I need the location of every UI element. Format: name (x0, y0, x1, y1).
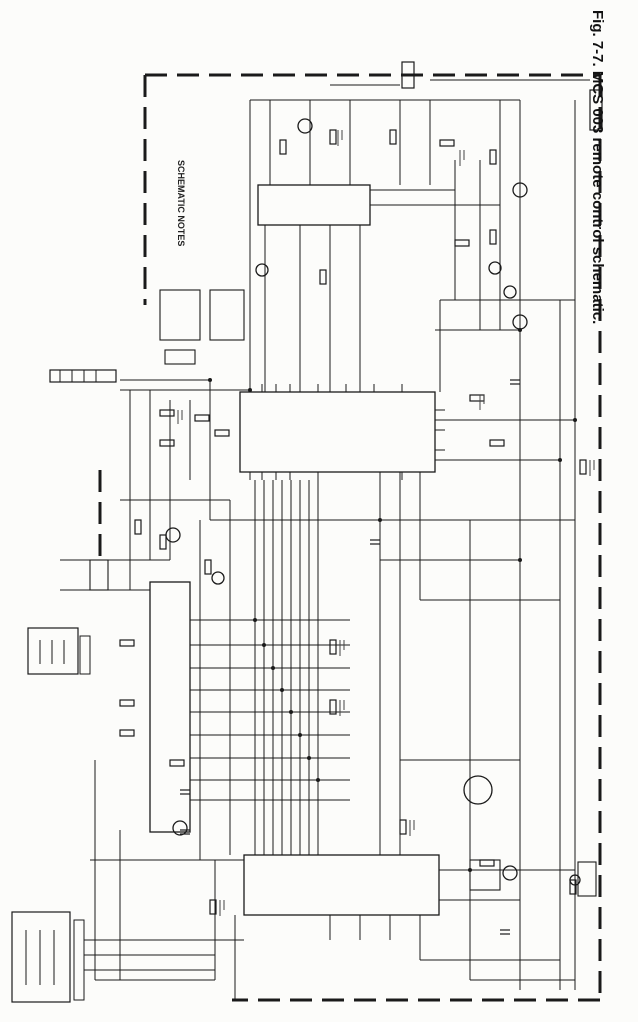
schematic-notes-heading: SCHEMATIC NOTES (176, 160, 186, 247)
connector-bottom-left (11, 911, 215, 1003)
wiring (94, 100, 576, 1000)
connector-right-top (401, 61, 603, 131)
ic-main-processor (239, 391, 436, 473)
junction-dots (208, 328, 577, 872)
ic-main-pins (249, 384, 445, 480)
horizontal-wiring (60, 79, 590, 981)
passive-components (119, 129, 587, 935)
display-bus (190, 619, 350, 801)
ic-lower (243, 854, 440, 916)
board-outline (98, 73, 602, 1002)
connector-top (49, 369, 117, 383)
small-ic-blocks (89, 289, 597, 897)
figure-caption: Fig. 7-7. MCS 003 remote control schemat… (589, 10, 606, 325)
connector-top-left (27, 627, 91, 675)
label-marks (177, 130, 595, 916)
transistors (165, 118, 581, 886)
ic-display-driver (149, 581, 191, 833)
ic-right-upper (257, 184, 371, 226)
